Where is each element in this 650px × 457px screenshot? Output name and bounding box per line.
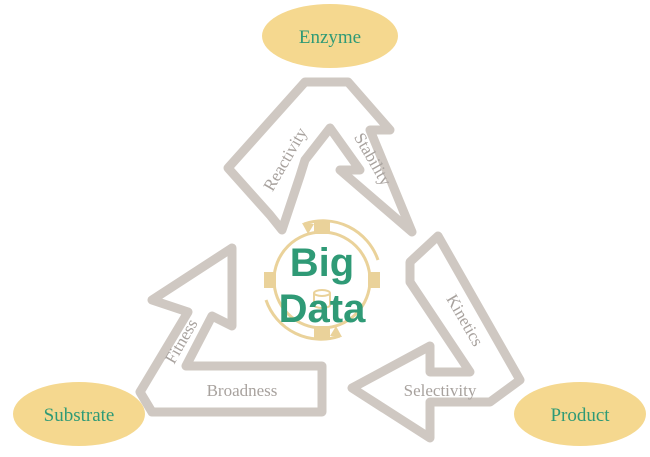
flask-icon [313, 289, 331, 309]
node-product-label: Product [550, 405, 610, 426]
arrow-left-outer [135, 243, 327, 417]
node-product: Product [514, 382, 646, 446]
gear-cycle-icon [264, 219, 380, 341]
arrow-shapes [135, 77, 525, 443]
arrow-right-outer [347, 231, 525, 443]
center-title-line2: Data [279, 287, 366, 331]
label-selectivity: Selectivity [404, 381, 477, 400]
node-enzyme: Enzyme [262, 4, 398, 68]
node-substrate: Substrate [13, 382, 145, 446]
node-substrate-label: Substrate [44, 405, 115, 426]
arrow-top-outer [223, 77, 417, 237]
node-enzyme-label: Enzyme [299, 27, 361, 48]
center-title-line1: Big [290, 241, 354, 285]
label-broadness: Broadness [207, 381, 278, 400]
